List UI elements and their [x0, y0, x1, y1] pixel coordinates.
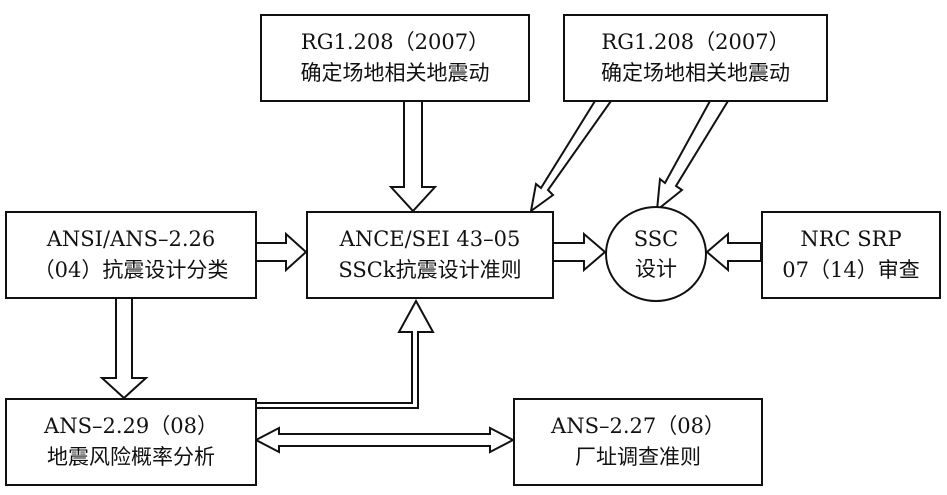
node-ans-227: ANS–2.27（08） 厂址调查准则	[513, 398, 763, 486]
arrow-nrc-to-ssc	[705, 231, 762, 273]
node-nrc-srp: NRC SRP 07（14）审查	[761, 211, 941, 299]
node-ssc-design-line2: 设计	[635, 257, 677, 281]
node-nrc-srp-line2: 07（14）审查	[782, 258, 920, 282]
node-nrc-srp-line1: NRC SRP	[800, 227, 902, 251]
node-ans-227-line2: 厂址调查准则	[575, 445, 701, 469]
arrow-rg-right-to-ssc	[655, 100, 730, 213]
node-rg1208-right-line1: RG1.208（2007）	[601, 30, 790, 54]
node-ansi-226-line2: （04）抗震设计分类	[33, 258, 229, 282]
arrow-asce-to-ssc	[552, 231, 607, 273]
node-ans-227-line1: ANS–2.27（08）	[551, 414, 725, 438]
arrow-rg-right-to-asce	[529, 100, 613, 214]
node-rg1208-center-line1: RG1.208（2007）	[300, 30, 490, 54]
arrow-ans229-ans227-bidirectional	[253, 426, 516, 454]
arrow-ans229-to-asce	[255, 298, 435, 409]
node-ssc-design-line1: SSC	[633, 227, 679, 251]
arrow-ansi-to-asce	[255, 231, 308, 273]
node-ans-229: ANS–2.29（08） 地震风险概率分析	[5, 398, 257, 486]
node-asce-4305-line1: ANCE/SEI 43–05	[339, 227, 521, 251]
node-asce-4305: ANCE/SEI 43–05 SSCk抗震设计准则	[306, 211, 554, 299]
node-ans-229-line2: 地震风险概率分析	[47, 445, 215, 469]
arrow-ansi-to-ans229	[99, 297, 149, 400]
node-ssc-design: SSC 设计	[605, 206, 707, 302]
node-rg1208-right: RG1.208（2007） 确定场地相关地震动	[563, 14, 828, 102]
node-ansi-226-line1: ANSI/ANS–2.26	[46, 227, 216, 251]
node-asce-4305-line2: SSCk抗震设计准则	[338, 258, 522, 282]
node-ans-229-line1: ANS–2.29（08）	[44, 414, 218, 438]
node-rg1208-center-line2: 确定场地相关地震动	[300, 61, 490, 85]
arrow-rg-center-to-asce	[388, 100, 438, 213]
node-rg1208-center: RG1.208（2007） 确定场地相关地震动	[260, 14, 530, 102]
node-ansi-226: ANSI/ANS–2.26 （04）抗震设计分类	[5, 211, 257, 299]
node-rg1208-right-line2: 确定场地相关地震动	[601, 61, 790, 85]
